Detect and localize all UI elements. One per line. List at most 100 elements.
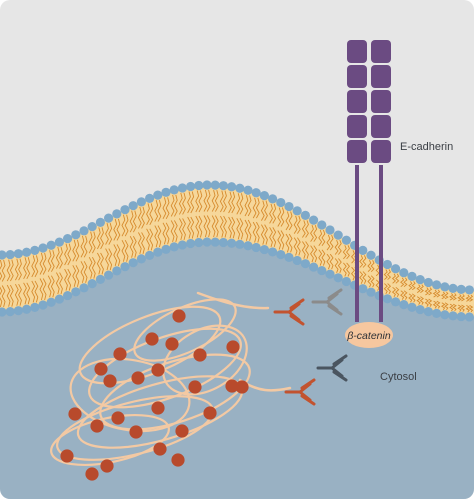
lipid-head: [341, 235, 351, 245]
lipid-tail: [313, 245, 318, 263]
lipid-head: [391, 297, 401, 307]
lipid-tail: [321, 229, 326, 247]
lipid-head: [63, 290, 73, 301]
lipid-tail: [285, 233, 290, 253]
lipid-tail: [468, 294, 474, 302]
lipid-tail: [83, 235, 88, 258]
lipid-tail: [375, 264, 380, 277]
beta-catenin-blob: [345, 322, 393, 348]
lipid-head: [243, 241, 253, 251]
lipid-head: [0, 250, 7, 260]
lipid-tail: [72, 265, 77, 287]
lipid-tail: [231, 191, 236, 214]
lipid-head: [128, 201, 138, 211]
lipid-head: [440, 282, 450, 292]
lipid-tail: [14, 283, 19, 306]
lipid-tail: [310, 245, 314, 263]
antibody-arm: [273, 298, 305, 326]
lipid-tail: [419, 284, 424, 293]
lipid-tail: [0, 285, 3, 308]
lipid-tail: [375, 279, 380, 291]
lipid-tail: [432, 300, 438, 309]
lipid-tail: [219, 215, 224, 238]
lipid-tail: [252, 221, 257, 243]
ecadherin-domain: [371, 40, 391, 63]
ecadherin-label: E-cadherin: [400, 141, 453, 153]
lipid-tail: [411, 293, 416, 303]
lipid-tail: [31, 255, 36, 278]
lipid-head: [120, 205, 130, 215]
lipid-tail: [293, 215, 298, 234]
lipid-tail: [329, 234, 334, 251]
lipid-head: [423, 307, 433, 317]
lipid-tail: [444, 291, 449, 300]
lipid-tail: [178, 218, 183, 241]
lipid-tail: [351, 250, 355, 264]
lipid-tail: [452, 303, 457, 312]
lipid-tail: [23, 257, 27, 280]
lipid-tail: [146, 203, 150, 226]
lipid-tail: [149, 203, 154, 226]
lipid-tail: [435, 289, 441, 298]
lipid-tail: [67, 243, 72, 266]
chromatin-bead: [188, 380, 202, 394]
lipid-tail: [285, 211, 290, 231]
lipid-tail: [64, 243, 68, 266]
lipid-head: [300, 210, 310, 220]
lipid-tail: [203, 215, 208, 238]
chromatin-coil: [133, 298, 237, 362]
antibody-icon: [273, 298, 305, 326]
lipid-tail: [260, 224, 265, 245]
lipid-tail: [91, 231, 96, 254]
lipid-tail: [170, 220, 175, 243]
lipid-head: [54, 294, 64, 304]
chromatin-bead: [203, 406, 217, 420]
lipid-head: [243, 185, 253, 195]
lipid-tail: [255, 197, 260, 219]
lipid-tail: [206, 189, 211, 212]
lipid-tail: [305, 241, 309, 259]
antibody-arm: [316, 354, 348, 382]
lipid-head: [63, 233, 73, 244]
lipid-head: [300, 259, 310, 269]
lipid-tail: [190, 216, 195, 239]
lipid-tail: [236, 193, 241, 215]
lipid-tail: [42, 278, 47, 301]
lipid-head: [177, 183, 187, 193]
lipid-tail: [403, 277, 408, 288]
lipid-head: [202, 180, 212, 190]
lipid-head: [259, 191, 269, 201]
lipid-tail: [124, 214, 129, 237]
lipid-tail: [39, 252, 44, 275]
lipid-head: [292, 206, 302, 216]
lipid-head: [358, 284, 368, 294]
lipid-tail: [141, 206, 145, 229]
lipid-tail: [47, 275, 52, 298]
lipid-tail: [170, 194, 175, 217]
lipid-head: [440, 310, 450, 320]
lipid-head: [104, 270, 114, 280]
lipid-head: [22, 247, 32, 257]
lipid-head: [153, 190, 163, 200]
lipid-head: [71, 287, 81, 297]
lipid-tail: [132, 235, 137, 258]
lipid-tail: [34, 255, 39, 278]
lipid-head: [382, 259, 392, 270]
lipid-head: [5, 249, 15, 260]
lipid-tail: [449, 303, 454, 312]
lipid-tail: [108, 223, 113, 245]
lipid-head: [161, 244, 171, 254]
chromatin-beads: [60, 309, 249, 481]
lipid-tail: [47, 250, 52, 272]
lipid-head: [259, 244, 269, 255]
chromatin-bead: [171, 453, 185, 467]
lipid-tail: [416, 296, 421, 305]
lipid-head: [251, 242, 261, 253]
lipid-tail: [460, 294, 466, 302]
lipid-tail: [100, 252, 104, 275]
lipid-head: [333, 230, 343, 240]
lipid-tail: [264, 224, 268, 245]
lipid-head: [186, 238, 196, 249]
lipid-tail: [67, 268, 72, 291]
lipid-tail: [391, 273, 397, 284]
